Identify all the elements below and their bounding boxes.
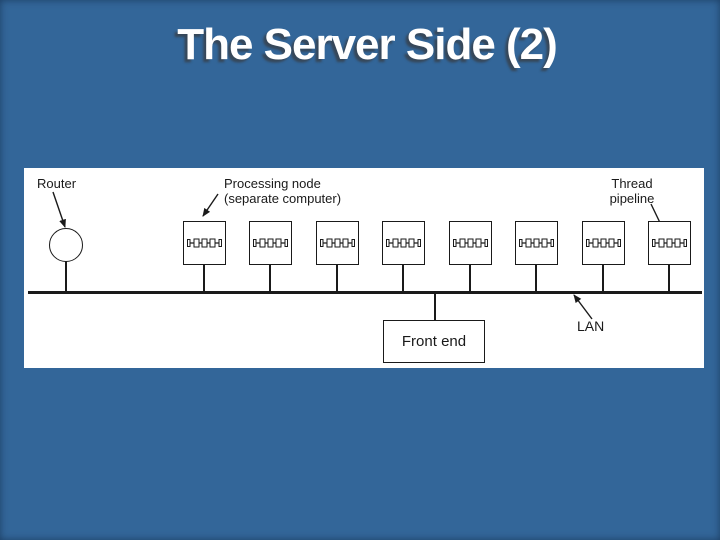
processing-node-stem-line bbox=[469, 265, 471, 291]
thread-pipeline-label: Thread pipeline bbox=[602, 176, 662, 206]
slide-title: The Server Side (2) bbox=[177, 20, 558, 69]
thread-pipeline-label-line2: pipeline bbox=[609, 191, 655, 206]
processing-node-box bbox=[316, 221, 359, 265]
lan-bus-line bbox=[28, 291, 702, 294]
processing-node-stem-line bbox=[402, 265, 404, 291]
processing-node-stem-line bbox=[602, 265, 604, 291]
router-arrow bbox=[52, 191, 66, 228]
thread-chain-icon bbox=[253, 238, 288, 248]
processing-node-label-line1: Processing node bbox=[224, 176, 321, 191]
thread-chain-icon bbox=[652, 238, 687, 248]
processing-node-label-line2: (separate computer) bbox=[224, 191, 342, 206]
lan-arrow bbox=[573, 294, 593, 320]
processing-node-box bbox=[449, 221, 492, 265]
diagram-canvas: Router Processing node (separate compute… bbox=[24, 168, 704, 368]
processing-node-stem-line bbox=[269, 265, 271, 291]
processing-node-stem-line bbox=[203, 265, 205, 291]
front-end-label: Front end bbox=[401, 333, 467, 350]
thread-chain-icon bbox=[519, 238, 554, 248]
front-end-box: Front end bbox=[383, 320, 485, 363]
router-node bbox=[49, 228, 83, 262]
thread-chain-icon bbox=[320, 238, 355, 248]
processing-node-arrow bbox=[202, 193, 219, 217]
processing-node-box bbox=[183, 221, 226, 265]
thread-chain-icon bbox=[453, 238, 488, 248]
processing-node-box bbox=[515, 221, 558, 265]
processing-node-label: Processing node (separate computer) bbox=[224, 176, 341, 206]
processing-node-stem-line bbox=[336, 265, 338, 291]
processing-node-box bbox=[582, 221, 625, 265]
router-label: Router bbox=[37, 176, 77, 191]
processing-node-box bbox=[249, 221, 292, 265]
processing-node-box bbox=[648, 221, 691, 265]
router-stem-line bbox=[65, 261, 67, 291]
thread-chain-icon bbox=[586, 238, 621, 248]
processing-node-stem-line bbox=[668, 265, 670, 291]
thread-chain-icon bbox=[386, 238, 421, 248]
thread-chain-icon bbox=[187, 238, 222, 248]
lan-label: LAN bbox=[577, 318, 605, 334]
processing-node-box bbox=[382, 221, 425, 265]
processing-node-stem-line bbox=[535, 265, 537, 291]
front-end-stem-line bbox=[434, 293, 436, 320]
thread-pipeline-label-line1: Thread bbox=[611, 176, 653, 191]
